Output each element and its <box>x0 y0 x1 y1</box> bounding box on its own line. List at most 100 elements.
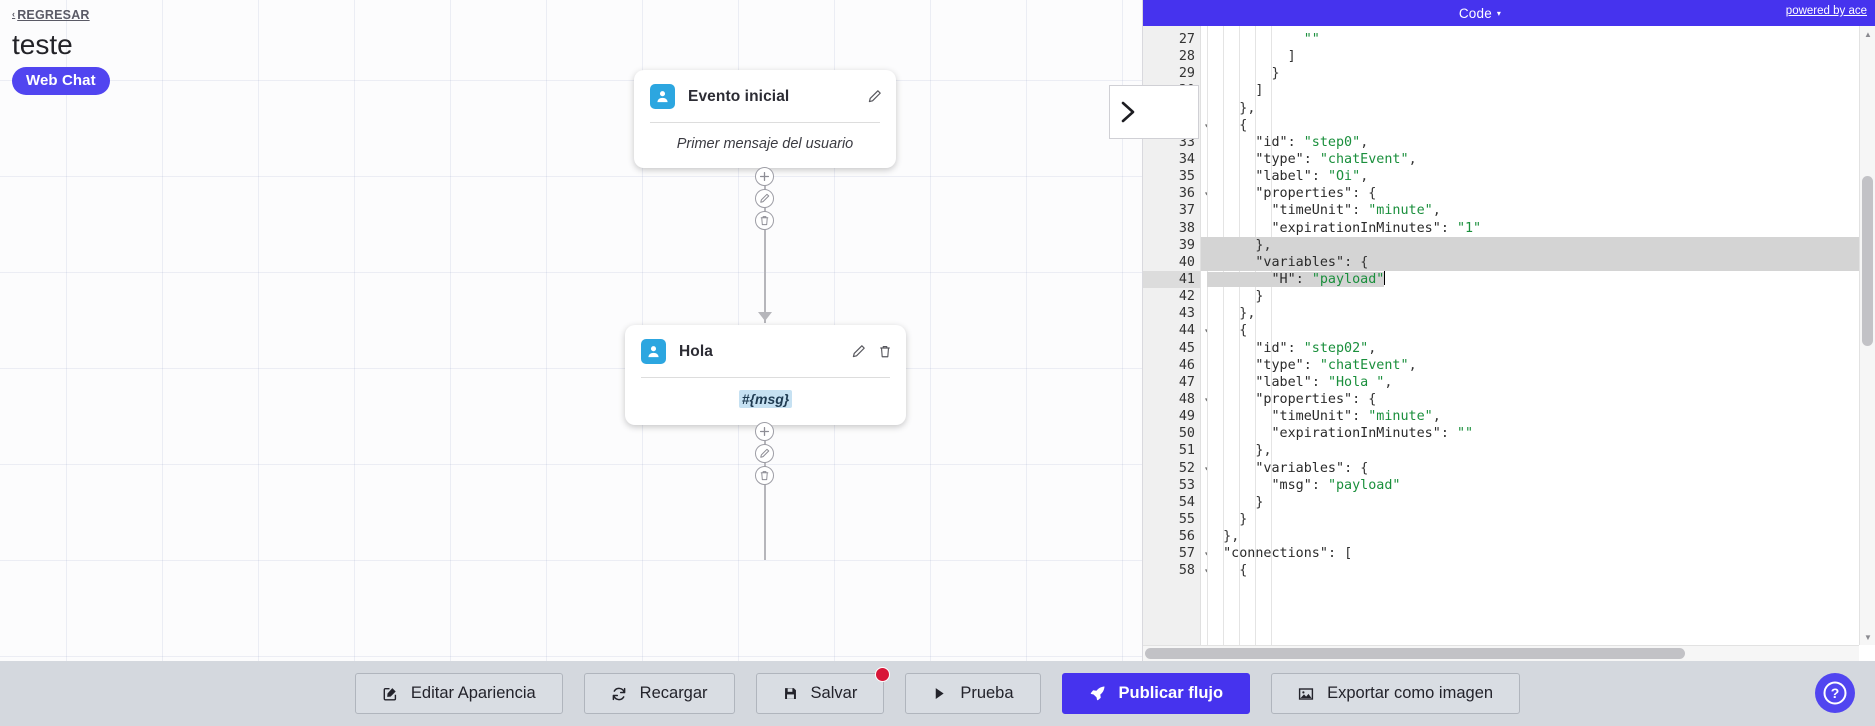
code-line[interactable]: } <box>1271 66 1280 82</box>
edit-connection-button[interactable] <box>755 189 774 208</box>
pencil-icon[interactable] <box>867 89 882 104</box>
gutter-line-number[interactable]: 55 <box>1178 511 1195 527</box>
scroll-up-arrow-icon[interactable]: ▲ <box>1864 29 1872 39</box>
gutter-line-number[interactable]: 52▾ <box>1143 460 1209 477</box>
trash-icon[interactable] <box>878 344 892 359</box>
code-editor[interactable]: 272829303132▾33343536▾37383940▾41424344▾… <box>1143 26 1875 661</box>
editor-horizontal-scroll-thumb[interactable] <box>1145 648 1685 659</box>
gutter-line-number[interactable]: 44▾ <box>1143 322 1209 339</box>
code-line[interactable]: "connections": [ <box>1223 546 1353 562</box>
code-panel-title-dropdown[interactable]: Code ▾ <box>1459 6 1501 21</box>
delete-connection-button[interactable] <box>755 211 774 230</box>
gutter-line-number[interactable]: 48▾ <box>1143 391 1209 408</box>
add-step-button[interactable] <box>755 167 774 186</box>
collapse-code-panel-button[interactable] <box>1109 85 1199 139</box>
code-line[interactable]: "timeUnit": "minute", <box>1271 203 1441 219</box>
edit-connection-button[interactable] <box>755 444 774 463</box>
fold-toggle-icon[interactable]: ▾ <box>1204 562 1209 579</box>
recargar-button[interactable]: Recargar <box>583 673 735 714</box>
code-line[interactable]: { <box>1239 323 1248 339</box>
flow-node-evento-inicial[interactable]: Evento inicial Primer mensaje del usuari… <box>634 70 896 168</box>
code-line[interactable]: "msg": "payload" <box>1271 477 1401 493</box>
connector-tools-2[interactable] <box>755 422 774 485</box>
gutter-line-number[interactable]: 34 <box>1178 151 1195 167</box>
gutter-line-number[interactable]: 51 <box>1178 443 1195 459</box>
gutter-line-number[interactable]: 28 <box>1178 49 1195 65</box>
code-line[interactable]: }, <box>1201 236 1859 254</box>
fold-toggle-icon[interactable]: ▾ <box>1204 460 1209 477</box>
code-line[interactable]: }, <box>1239 306 1256 322</box>
gutter-line-number[interactable]: 40▾ <box>1143 254 1209 271</box>
gutter-line-number[interactable]: 46 <box>1178 357 1195 373</box>
fold-toggle-icon[interactable]: ▾ <box>1204 117 1209 134</box>
delete-connection-button[interactable] <box>755 466 774 485</box>
code-line[interactable]: "properties": { <box>1255 391 1377 407</box>
fold-toggle-icon[interactable]: ▾ <box>1204 185 1209 202</box>
code-line[interactable]: "id": "step02", <box>1255 340 1377 356</box>
fold-toggle-icon[interactable]: ▾ <box>1204 545 1209 562</box>
gutter-line-number[interactable]: 29 <box>1178 66 1195 82</box>
node-body[interactable]: Primer mensaje del usuario <box>634 123 896 168</box>
editor-vertical-scroll-thumb[interactable] <box>1862 176 1873 346</box>
gutter-line-number[interactable]: 42 <box>1178 289 1195 305</box>
gutter-line-number[interactable]: 56 <box>1178 529 1195 545</box>
code-line[interactable]: } <box>1255 289 1264 305</box>
gutter-line-number[interactable]: 50 <box>1178 426 1195 442</box>
gutter-line-number[interactable]: 54 <box>1178 494 1195 510</box>
code-line[interactable]: "timeUnit": "minute", <box>1271 409 1441 425</box>
code-line[interactable]: "label": "Oi", <box>1255 169 1369 185</box>
code-line[interactable]: }, <box>1223 529 1240 545</box>
pencil-icon[interactable] <box>851 344 866 359</box>
gutter-line-number[interactable]: 35 <box>1178 169 1195 185</box>
scroll-down-arrow-icon[interactable]: ▼ <box>1864 632 1872 642</box>
code-line[interactable]: "label": "Hola ", <box>1255 374 1393 390</box>
code-line[interactable]: }, <box>1255 443 1272 459</box>
code-line[interactable]: "type": "chatEvent", <box>1255 151 1417 167</box>
gutter-line-number[interactable]: 43 <box>1178 306 1195 322</box>
gutter-line-number[interactable]: 39 <box>1178 237 1195 253</box>
gutter-line-number[interactable]: 41 <box>1143 270 1200 289</box>
code-line[interactable]: "expirationInMinutes": "" <box>1271 426 1474 442</box>
fold-toggle-icon[interactable]: ▾ <box>1204 391 1209 408</box>
back-link[interactable]: ‹REGRESAR <box>12 8 90 22</box>
editar-apariencia-button[interactable]: Editar Apariencia <box>354 673 563 714</box>
gutter-line-number[interactable]: 47 <box>1178 374 1195 390</box>
code-line[interactable]: } <box>1255 494 1264 510</box>
code-line[interactable]: "" <box>1303 32 1320 47</box>
flow-node-hola[interactable]: Hola #{msg} <box>625 325 906 425</box>
gutter-line-number[interactable]: 53 <box>1178 477 1195 493</box>
publicar-flujo-button[interactable]: Publicar flujo <box>1061 673 1251 714</box>
code-line[interactable]: { <box>1239 563 1248 579</box>
editor-code-area[interactable]: "" ] } ] }, { "id": "step0", "type": "ch… <box>1201 26 1859 661</box>
gutter-line-number[interactable]: 57▾ <box>1143 545 1209 562</box>
code-line[interactable]: "id": "step0", <box>1255 134 1369 150</box>
code-line[interactable]: "type": "chatEvent", <box>1255 357 1417 373</box>
code-line[interactable]: "expirationInMinutes": "1" <box>1271 220 1482 236</box>
code-line[interactable]: "H": "payload" <box>1201 270 1859 288</box>
code-line[interactable]: { <box>1239 117 1248 133</box>
fold-toggle-icon[interactable]: ▾ <box>1204 322 1209 339</box>
gutter-line-number[interactable]: 37 <box>1178 203 1195 219</box>
code-line[interactable]: "variables": { <box>1201 253 1859 272</box>
gutter-line-number[interactable]: 36▾ <box>1143 185 1209 202</box>
powered-by-link[interactable]: powered by ace <box>1785 5 1867 17</box>
code-line[interactable]: "variables": { <box>1255 460 1369 476</box>
prueba-button[interactable]: Prueba <box>905 673 1041 714</box>
code-line[interactable]: } <box>1239 511 1248 527</box>
salvar-button[interactable]: Salvar <box>755 667 891 714</box>
gutter-line-number[interactable]: 38 <box>1178 220 1195 236</box>
gutter-line-number[interactable]: 58▾ <box>1143 562 1209 579</box>
code-line[interactable]: "properties": { <box>1255 186 1377 202</box>
code-line[interactable]: }, <box>1239 100 1256 116</box>
code-line[interactable]: ] <box>1287 49 1296 65</box>
editor-vertical-scrollbar[interactable]: ▲ ▼ <box>1859 26 1875 645</box>
editor-horizontal-scrollbar[interactable] <box>1143 645 1859 661</box>
connector-tools-1[interactable] <box>755 167 774 230</box>
help-button[interactable]: ? <box>1815 673 1855 713</box>
exportar-como-imagen-button[interactable]: Exportar como imagen <box>1271 673 1521 714</box>
gutter-line-number[interactable]: 27 <box>1178 32 1195 47</box>
gutter-line-number[interactable]: 45 <box>1178 340 1195 356</box>
code-line[interactable]: ] <box>1255 83 1264 99</box>
add-step-button[interactable] <box>755 422 774 441</box>
gutter-line-number[interactable]: 49 <box>1178 409 1195 425</box>
